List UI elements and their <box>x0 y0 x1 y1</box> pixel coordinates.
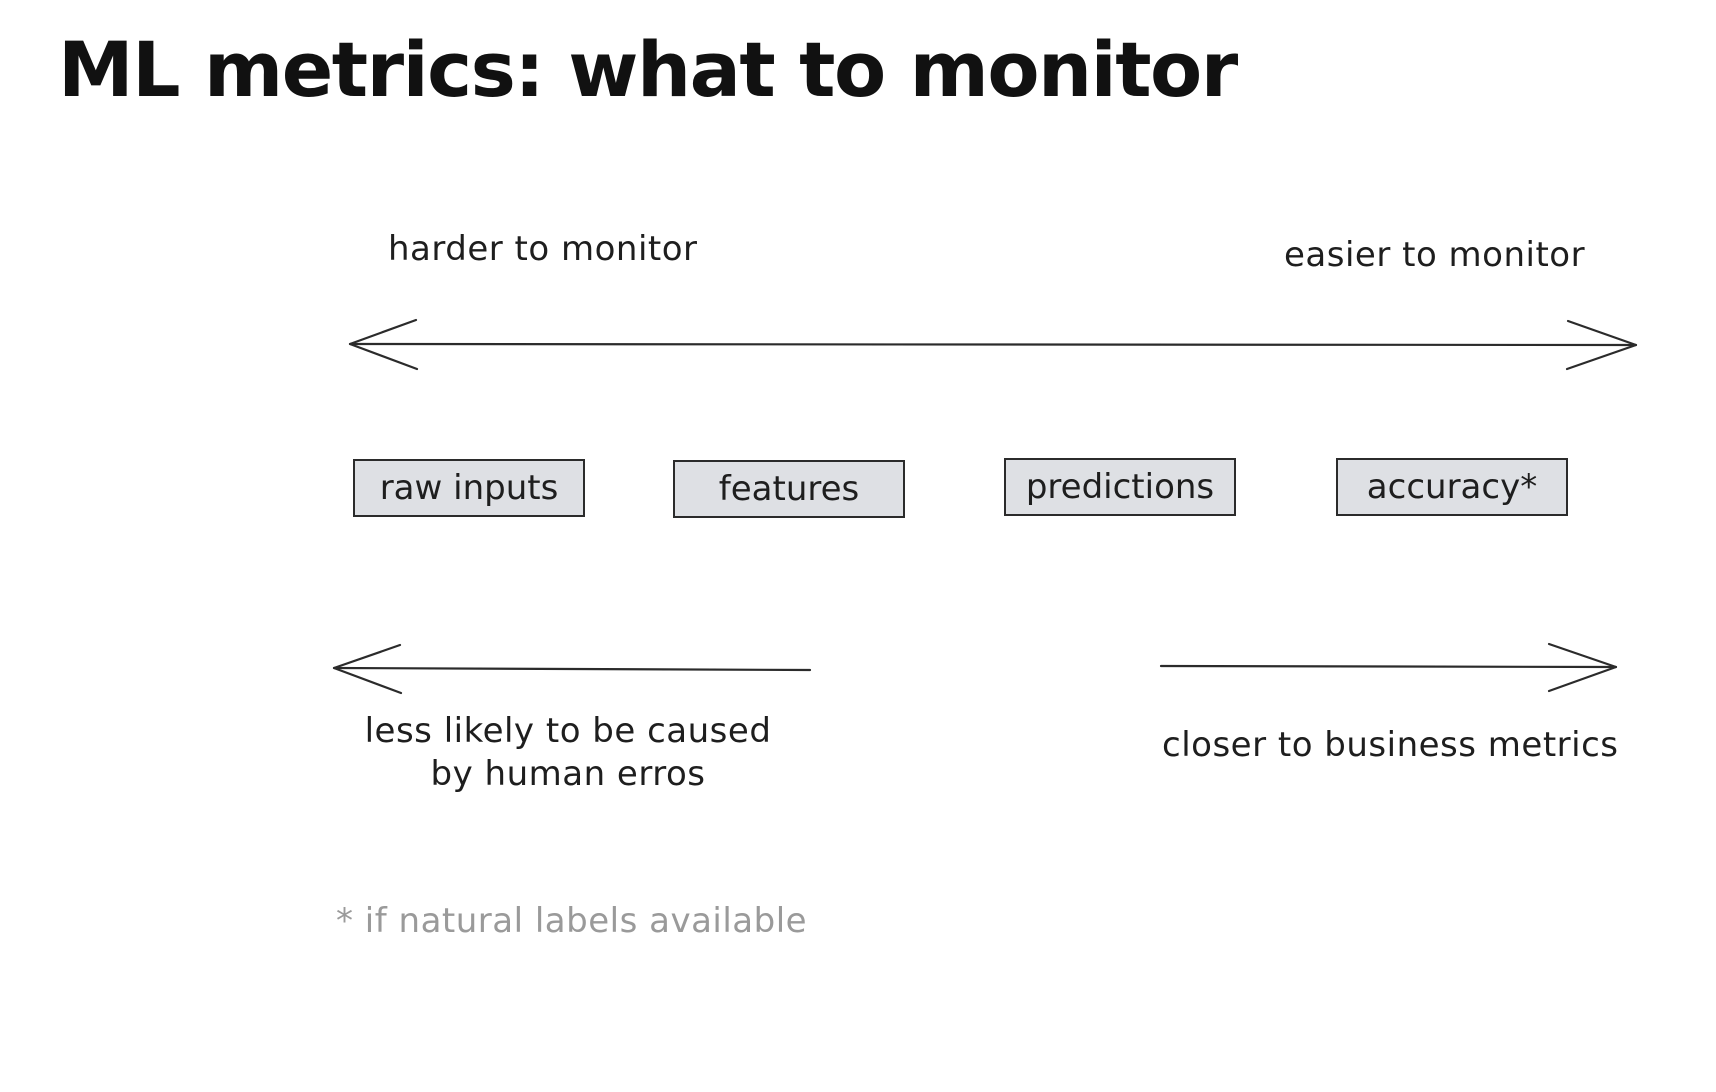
double-headed-arrow <box>348 318 1638 371</box>
right-arrow <box>1159 642 1618 693</box>
metric-box-raw-inputs: raw inputs <box>353 459 585 517</box>
metric-box-predictions: predictions <box>1004 458 1236 516</box>
metric-box-features: features <box>673 460 905 518</box>
harder-to-monitor-label: harder to monitor <box>388 229 698 269</box>
left-arrow <box>332 643 812 695</box>
metric-box-accuracy: accuracy* <box>1336 458 1568 516</box>
business-metrics-note: closer to business metrics <box>1162 725 1619 765</box>
page-title: ML metrics: what to monitor <box>58 25 1238 114</box>
human-errors-note: less likely to be caused by human erros <box>364 711 772 794</box>
footnote: * if natural labels available <box>336 901 808 941</box>
easier-to-monitor-label: easier to monitor <box>1284 235 1586 275</box>
